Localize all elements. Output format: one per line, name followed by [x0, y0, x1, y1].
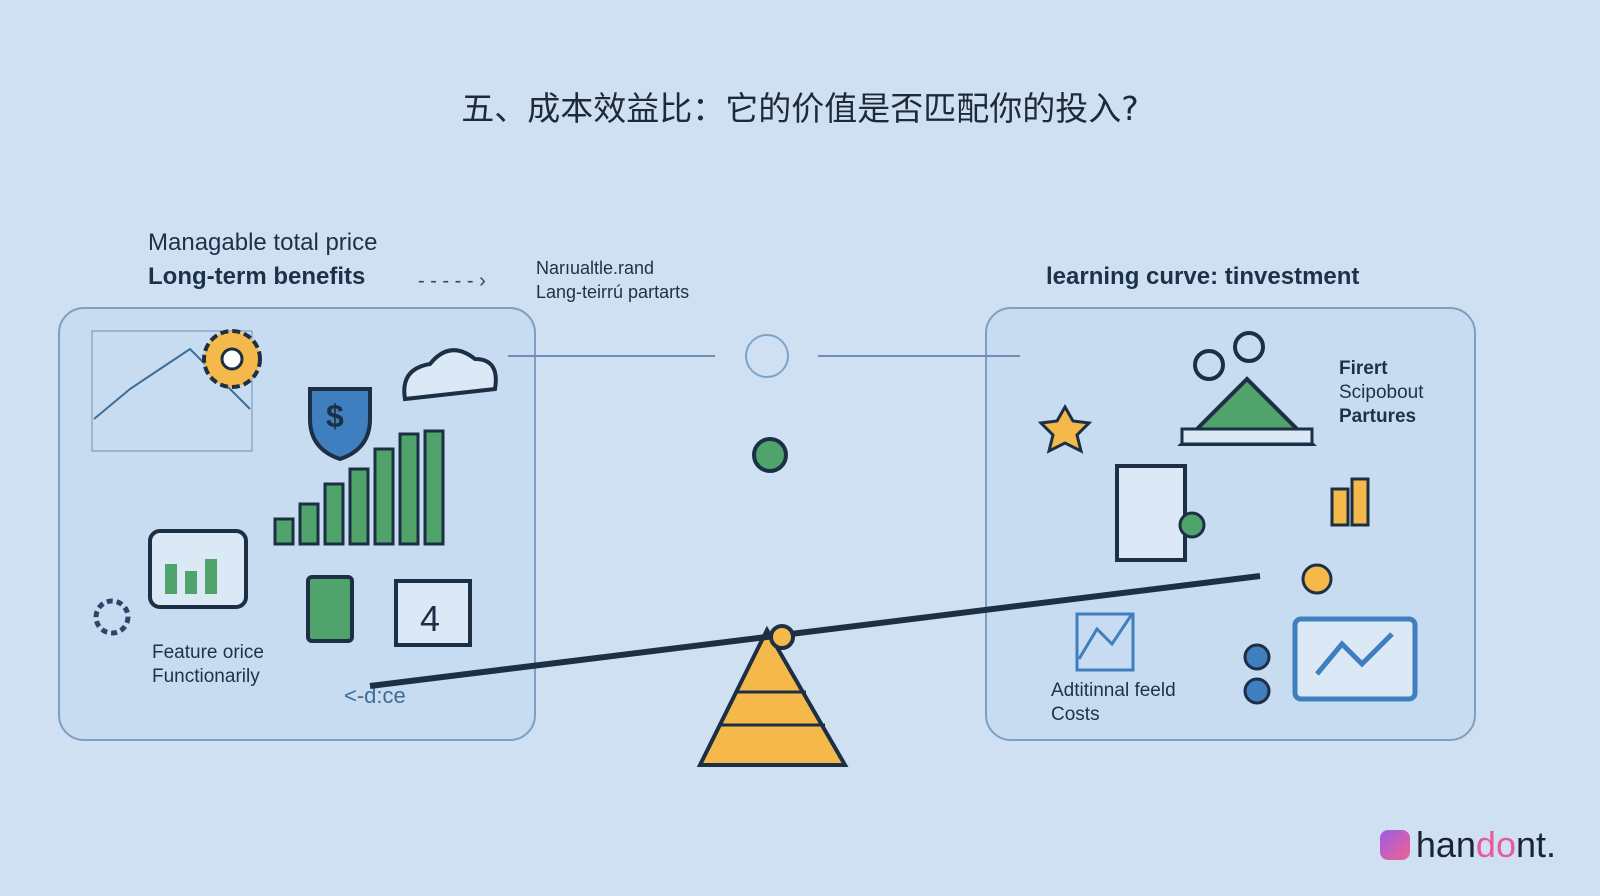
logo-text-3: nt.	[1515, 824, 1556, 865]
star-icon	[1037, 403, 1093, 454]
logo-text-2: do	[1475, 824, 1516, 865]
right-heading: learning curve: tinvestment	[1046, 263, 1360, 290]
bar-chart-icon	[273, 429, 445, 546]
svg-text:4: 4	[420, 598, 440, 639]
left-side-note: Narıualtle.rand Lang-teirrú partarts	[536, 256, 689, 304]
document-icon	[1115, 464, 1206, 562]
heading-total-price: Managable total price	[148, 229, 378, 256]
calendar-icon: 4	[394, 579, 472, 647]
benefits-panel: $ 4 Feature orice Functionarily <-d:ce	[58, 307, 536, 741]
dashed-arrow-icon: - - - - - ›	[418, 270, 486, 292]
pivot-icon	[769, 624, 795, 650]
growth-chart-icon	[1075, 612, 1135, 672]
side-note-line1: Narıualtle.rand	[536, 258, 655, 278]
scale-beam	[369, 573, 1261, 689]
lightbulb-icon	[1301, 563, 1333, 595]
bar-chart-icon	[1330, 477, 1370, 527]
flower-icon	[1193, 331, 1265, 381]
cloud-icon	[402, 348, 498, 402]
label-costs: Costs	[1051, 704, 1100, 725]
small-gear-icon	[93, 598, 131, 636]
investment-panel: Firert Scipobout Partures Adtitinnal fee…	[985, 307, 1476, 741]
check-circle-icon	[1243, 643, 1271, 705]
side-note-line1: Firert	[1339, 358, 1388, 379]
benefits-illustration: $ 4	[91, 329, 498, 647]
monitor-trend-icon	[1292, 616, 1418, 702]
investment-illustration	[1037, 331, 1418, 705]
center-dot-icon	[752, 437, 788, 473]
gear-icon	[202, 329, 262, 389]
side-note-line2: Scipobout	[1339, 382, 1424, 403]
label-additional: Adtitinnal feeld	[1051, 680, 1176, 701]
feature-labels: Feature orice Functionarily	[152, 641, 264, 689]
mountain-icon	[1177, 376, 1317, 446]
logo-icon	[1379, 830, 1410, 860]
fulcrum-icon	[696, 625, 849, 767]
label-feature-price: Feature orice	[152, 642, 264, 663]
document-icon	[306, 575, 354, 643]
cost-labels: Adtitinnal feeld Costs	[1051, 679, 1176, 727]
center-ring-icon	[745, 334, 789, 378]
heading-long-term-benefits: Long-term benefits	[148, 263, 366, 290]
label-functionality: Functionarily	[152, 666, 260, 687]
svg-text:$: $	[326, 398, 344, 434]
right-side-note: Firert Scipobout Partures	[1339, 357, 1424, 429]
logo-text-1: han	[1415, 824, 1476, 865]
monitor-chart-icon	[148, 529, 248, 609]
dollar-shield-icon: $	[308, 387, 372, 462]
page-title: 五、成本效益比：它的价值是否匹配你的投入?	[461, 89, 1139, 128]
left-heading: Managable total price Long-term benefits	[148, 226, 377, 294]
side-note-line2: Lang-teirrú partarts	[536, 282, 690, 302]
side-note-line3: Partures	[1339, 406, 1417, 427]
